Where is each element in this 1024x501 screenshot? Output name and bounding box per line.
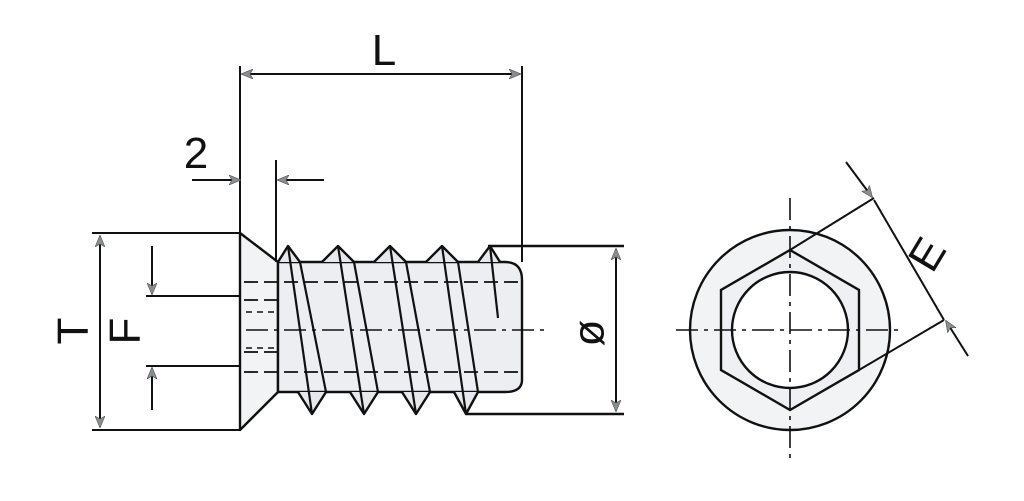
dimension-head-diameter bbox=[92, 232, 240, 431]
insert-shank bbox=[276, 260, 524, 394]
side-view bbox=[238, 231, 624, 432]
dimension-hole-depth bbox=[146, 246, 240, 410]
label-head-diameter: T bbox=[49, 318, 98, 345]
dimension-chamfer bbox=[192, 160, 324, 262]
dimension-length bbox=[239, 66, 523, 262]
dimension-hex-size bbox=[789, 161, 969, 371]
label-thread-diameter: ø bbox=[565, 320, 614, 347]
insert-head bbox=[238, 231, 280, 432]
hidden-lines bbox=[244, 281, 520, 373]
label-hole-depth: F bbox=[101, 318, 150, 345]
thread-helix bbox=[286, 245, 500, 415]
label-length: L bbox=[372, 26, 396, 75]
thread-teeth-top bbox=[276, 244, 502, 263]
label-hex-size: E bbox=[899, 229, 956, 279]
end-view bbox=[676, 198, 904, 462]
label-chamfer: 2 bbox=[184, 129, 208, 178]
thread-teeth-bottom bbox=[296, 391, 480, 416]
